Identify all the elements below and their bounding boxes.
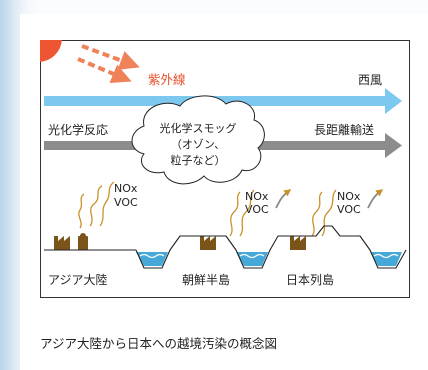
nox-label-asia: NOx <box>114 182 138 195</box>
voc-label-korea: VOC <box>245 203 269 216</box>
nox-label-korea: NOx <box>245 190 269 203</box>
smog-line-2: （オゾン、 <box>171 138 225 151</box>
voc-label-asia: VOC <box>114 196 138 209</box>
long-distance-transport-label: 長距離輸送 <box>314 122 374 137</box>
rising-arrow-japan <box>367 189 384 209</box>
smog-cloud-icon: 光化学スモッグ （オゾン、 粒子など） <box>131 95 265 185</box>
factory-icon <box>290 236 306 250</box>
uv-label: 紫外線 <box>148 72 186 87</box>
smog-line-3: 粒子など） <box>171 153 226 167</box>
emission-plume-korea <box>229 189 255 237</box>
nox-label-japan: NOx <box>337 190 361 203</box>
sea-icon <box>136 252 168 266</box>
factory-icon <box>54 233 88 250</box>
diagram-caption: アジア大陸から日本への越境汚染の概念図 <box>40 336 278 351</box>
sun-icon <box>40 40 62 62</box>
uv-ray-icon <box>77 44 140 84</box>
region-label-asia: アジア大陸 <box>48 273 108 287</box>
rising-arrow-korea <box>275 189 292 209</box>
sea-icon <box>370 252 402 266</box>
westerly-label: 西風 <box>358 73 382 87</box>
emission-plume-japan <box>311 189 337 237</box>
terrain-outline <box>44 225 407 269</box>
smog-line-1: 光化学スモッグ <box>160 121 237 135</box>
photochemical-reaction-label: 光化学反応 <box>48 122 108 137</box>
region-label-japan: 日本列島 <box>286 272 334 287</box>
voc-label-japan: VOC <box>337 203 361 216</box>
emission-plume-asia <box>78 181 115 229</box>
region-label-korea: 朝鮮半島 <box>182 272 230 287</box>
transboundary-pollution-diagram: 紫外線 西風 光化学反応 長距離輸送 光化学スモッグ （オゾン、 粒子など） N… <box>40 40 410 298</box>
factory-icon <box>200 236 216 250</box>
sea-icon <box>236 252 268 266</box>
